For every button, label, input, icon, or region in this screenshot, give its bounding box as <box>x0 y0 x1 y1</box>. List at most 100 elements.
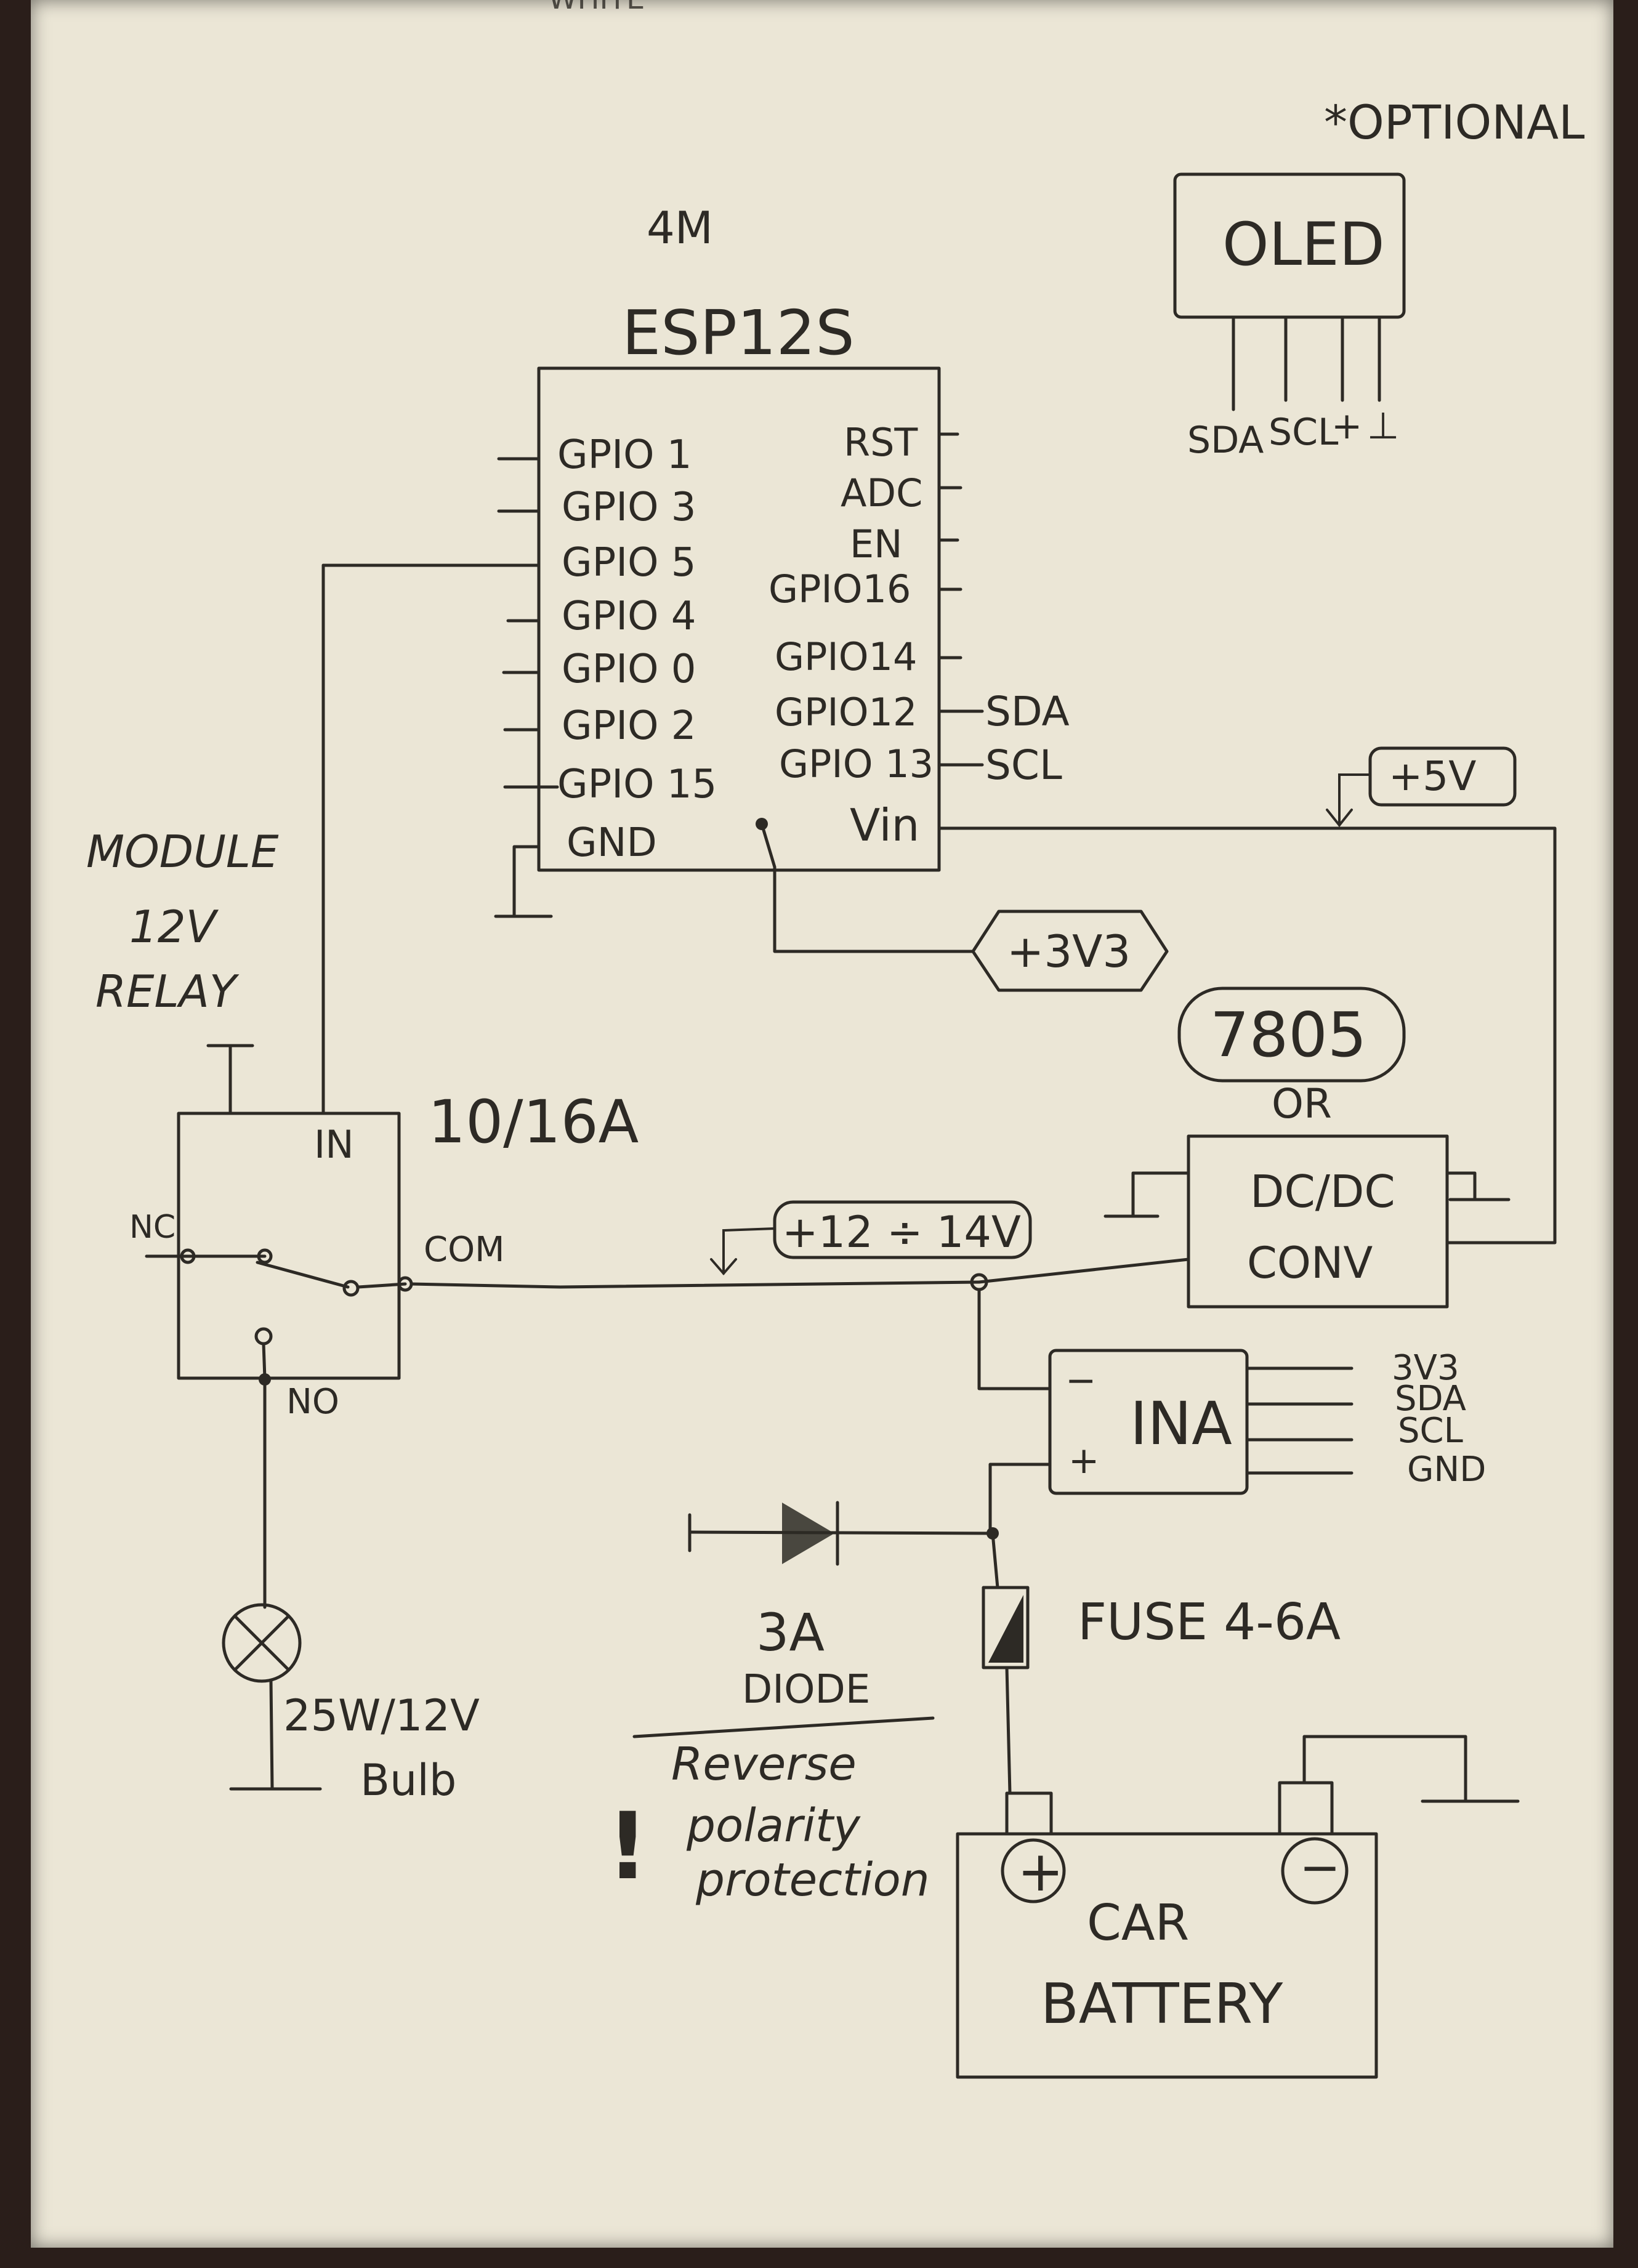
bulb: 25W/12V Bulb <box>222 1378 480 1806</box>
fuse-label: FUSE 4-6A <box>1078 1593 1341 1652</box>
ina-pin-sda: SDA <box>1395 1379 1466 1419</box>
battery-plus-post <box>1005 1791 1053 1836</box>
esp-pin-gpio15: GPIO 15 <box>557 762 717 807</box>
battery-box <box>956 1832 1378 2079</box>
fuse-fill <box>988 1595 1023 1663</box>
reverse-diode: 3A DIODE <box>688 1501 999 1713</box>
ina-box <box>1048 1349 1249 1495</box>
regulator-chip-oval <box>1177 987 1406 1083</box>
bulb-label-line1: 25W/12V <box>283 1690 480 1741</box>
note-line2: polarity <box>686 1799 861 1852</box>
bulb-circle <box>222 1603 302 1683</box>
ina-pin-3v3: 3V3 <box>1392 1348 1459 1388</box>
vin-5v-wire <box>937 826 1557 1245</box>
protection-note: ! Reverse polarity protection <box>607 1716 935 1907</box>
battery-minus-post <box>1278 1781 1334 1836</box>
esp-pin-gpio12: GPIO12 <box>775 690 917 735</box>
oled-pin-gnd-label: ⊥ <box>1367 405 1399 448</box>
ina-minus-label: − <box>1065 1359 1096 1402</box>
esp-pin-en: EN <box>850 522 903 567</box>
ina-minus-wire <box>977 1288 1052 1390</box>
esp-pin-gnd: GND <box>567 820 657 866</box>
relay-in-label: IN <box>314 1122 354 1167</box>
v5-arrowhead <box>1326 809 1353 828</box>
v12-pointer <box>722 1227 776 1275</box>
dcdc-gnd-lead <box>1131 1171 1190 1218</box>
relay-title-line2: 12V <box>129 901 219 953</box>
relay-nc-node <box>257 1248 273 1264</box>
esp-pin-gpio16: GPIO16 <box>769 567 911 611</box>
v5-tag <box>1368 746 1517 807</box>
oled-pin-scl-label: SCL <box>1269 411 1339 454</box>
oled-display: OLED SDA SCL + ⊥ <box>1173 172 1406 462</box>
v12-arrowhead <box>710 1258 737 1276</box>
bulb-cross <box>234 1615 289 1671</box>
esp-scl-label: SCL <box>985 741 1062 789</box>
relay-switch-arm <box>256 1261 350 1289</box>
relay-com-label: COM <box>424 1230 505 1270</box>
esp-gnd-lead <box>512 845 541 918</box>
paper-sheet <box>31 0 1613 2248</box>
esp-pin-gpio1: GPIO 1 <box>557 432 692 478</box>
car-battery: + − CAR BATTERY <box>956 1735 1520 2079</box>
relay-no-label: NO <box>286 1382 339 1422</box>
battery-plus-circle <box>1001 1838 1066 1903</box>
fuse: FUSE 4-6A <box>982 1532 1341 1795</box>
v12-to-dcdc-wire <box>977 1257 1190 1284</box>
oled-label: OLED <box>1222 210 1385 279</box>
diode-rating: 3A <box>756 1602 825 1663</box>
esp-pin-rst: RST <box>844 420 918 465</box>
diode-wire <box>688 1530 994 1535</box>
relay-no-internal <box>262 1342 267 1380</box>
esp-pin-gpio13: GPIO 13 <box>779 741 934 786</box>
esp-pin-gpio4: GPIO 4 <box>562 594 696 639</box>
regulator-chip-label: 7805 <box>1210 999 1367 1071</box>
battery-gnd-wire <box>1302 1735 1467 1803</box>
bulb-label-line2: Bulb <box>360 1755 456 1806</box>
regulator-or-label: OR <box>1272 1080 1332 1128</box>
relay-module: MODULE 12V RELAY 10/16A IN NC COM NO <box>86 563 639 1422</box>
relay-no-node <box>254 1327 273 1346</box>
regulator: 7805 OR DC/DC CONV <box>1103 987 1511 1309</box>
dcdc-label-line1: DC/DC <box>1250 1166 1395 1217</box>
bulb-gnd-lead <box>269 1679 274 1791</box>
v5-pointer <box>1338 773 1371 826</box>
dcdc-box <box>1187 1134 1449 1309</box>
fuse-bottom-wire <box>1005 1666 1012 1795</box>
esp-pin-gpio0: GPIO 0 <box>562 647 696 692</box>
v3v3-tag <box>971 910 1169 992</box>
oled-box <box>1173 172 1406 319</box>
ina-pin-gnd: GND <box>1407 1450 1486 1490</box>
note-line3: protection <box>695 1854 930 1907</box>
dcdc-gnd2-lead <box>1445 1171 1477 1201</box>
relay-nc-label: NC <box>129 1209 176 1246</box>
oled-pin-plus-label: + <box>1331 405 1362 448</box>
diode-label: DIODE <box>742 1667 870 1713</box>
diode-triangle <box>782 1503 834 1564</box>
top-fragment-text: WHITE <box>548 0 645 16</box>
ina-pin-scl: SCL <box>1398 1411 1463 1451</box>
esp-title: ESP12S <box>622 297 855 369</box>
relay-com-lead <box>357 1282 407 1289</box>
fuse-top-wire <box>991 1532 999 1589</box>
relay-rating: 10/16A <box>428 1088 639 1156</box>
battery-label-line1: CAR <box>1087 1894 1189 1951</box>
oled-pin-sda-label: SDA <box>1187 419 1264 462</box>
note-exclamation: ! <box>607 1793 648 1900</box>
relay-com-node <box>342 1280 360 1297</box>
v3v3-wire <box>760 822 975 953</box>
battery-plus-label: + <box>1017 1839 1063 1904</box>
relay-title-line3: RELAY <box>95 966 240 1017</box>
v5-label: +5V <box>1389 753 1476 800</box>
relay-nc-terminal <box>180 1248 196 1264</box>
note-line1: Reverse <box>671 1738 857 1791</box>
ina-label: INA <box>1130 1389 1232 1458</box>
esp-pin-gpio14: GPIO14 <box>775 634 917 679</box>
esp12s-module: 4M ESP12S GPIO 1 GPIO 3 GPIO 5 GPIO 4 GP… <box>321 202 1070 918</box>
note-divider <box>632 1716 935 1738</box>
esp-sda-label: SDA <box>985 688 1070 735</box>
esp-pin-gpio5: GPIO 5 <box>562 540 696 586</box>
esp-pin-adc: ADC <box>841 470 922 515</box>
battery-minus-label: − <box>1299 1839 1341 1896</box>
